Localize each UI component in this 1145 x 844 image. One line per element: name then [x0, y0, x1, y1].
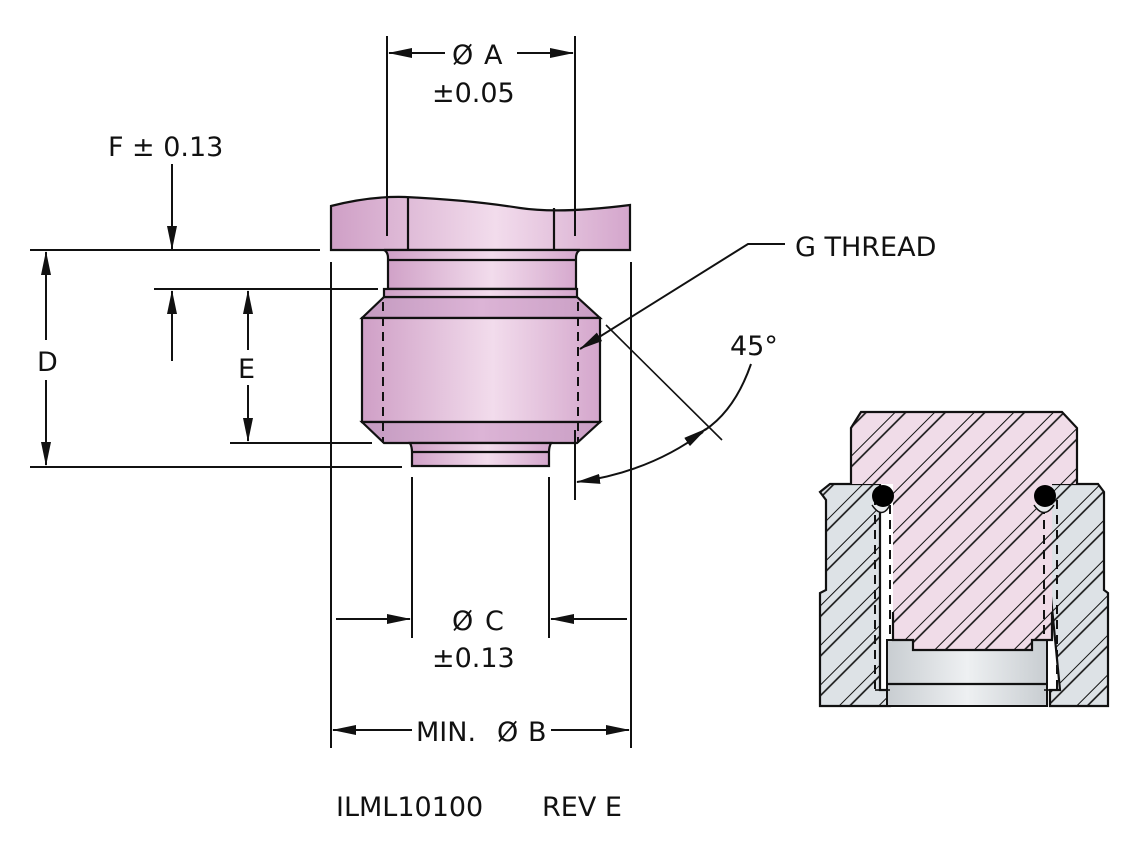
dia-b-label: B [528, 717, 547, 748]
f-label: F [108, 132, 124, 163]
dia-c-symbol: Ø [452, 606, 473, 637]
dia-a-symbol: Ø [452, 40, 473, 71]
dimension-dia-b: MIN. Ø B [330, 262, 632, 748]
plug-neck [383, 248, 581, 291]
e-label: E [238, 354, 255, 385]
dia-a-label: A [484, 40, 503, 71]
plug-tip [408, 441, 553, 468]
dimension-e: E [154, 288, 378, 444]
revision: REV E [542, 792, 622, 823]
d-label: D [37, 347, 58, 378]
o-ring-left [872, 485, 894, 507]
dimension-dia-c: Ø C ±0.13 [336, 477, 627, 674]
dia-b-prefix: MIN. [416, 717, 476, 748]
plug-body [360, 316, 602, 424]
plug-head [329, 195, 632, 252]
f-tolerance: ± 0.13 [132, 132, 223, 163]
leader-g-thread: G THREAD [579, 232, 936, 350]
dimension-d: D [30, 249, 402, 468]
plug-part-view [329, 195, 632, 468]
o-ring-right [1034, 485, 1056, 507]
angle-label: 45° [730, 331, 778, 362]
dia-a-tolerance: ±0.05 [432, 78, 515, 109]
dia-c-tolerance: ±0.13 [432, 643, 515, 674]
section-view [818, 410, 1110, 708]
title-block: ILML10100 REV E [336, 792, 622, 823]
dia-c-label: C [485, 606, 504, 637]
dimension-dia-a: Ø A ±0.05 [386, 36, 576, 236]
g-thread-label: G THREAD [795, 232, 936, 263]
dia-b-symbol: Ø [497, 717, 518, 748]
part-number: ILML10100 [336, 792, 483, 823]
dimension-angle: 45° [574, 324, 778, 500]
dimension-f: F ± 0.13 [108, 132, 223, 361]
